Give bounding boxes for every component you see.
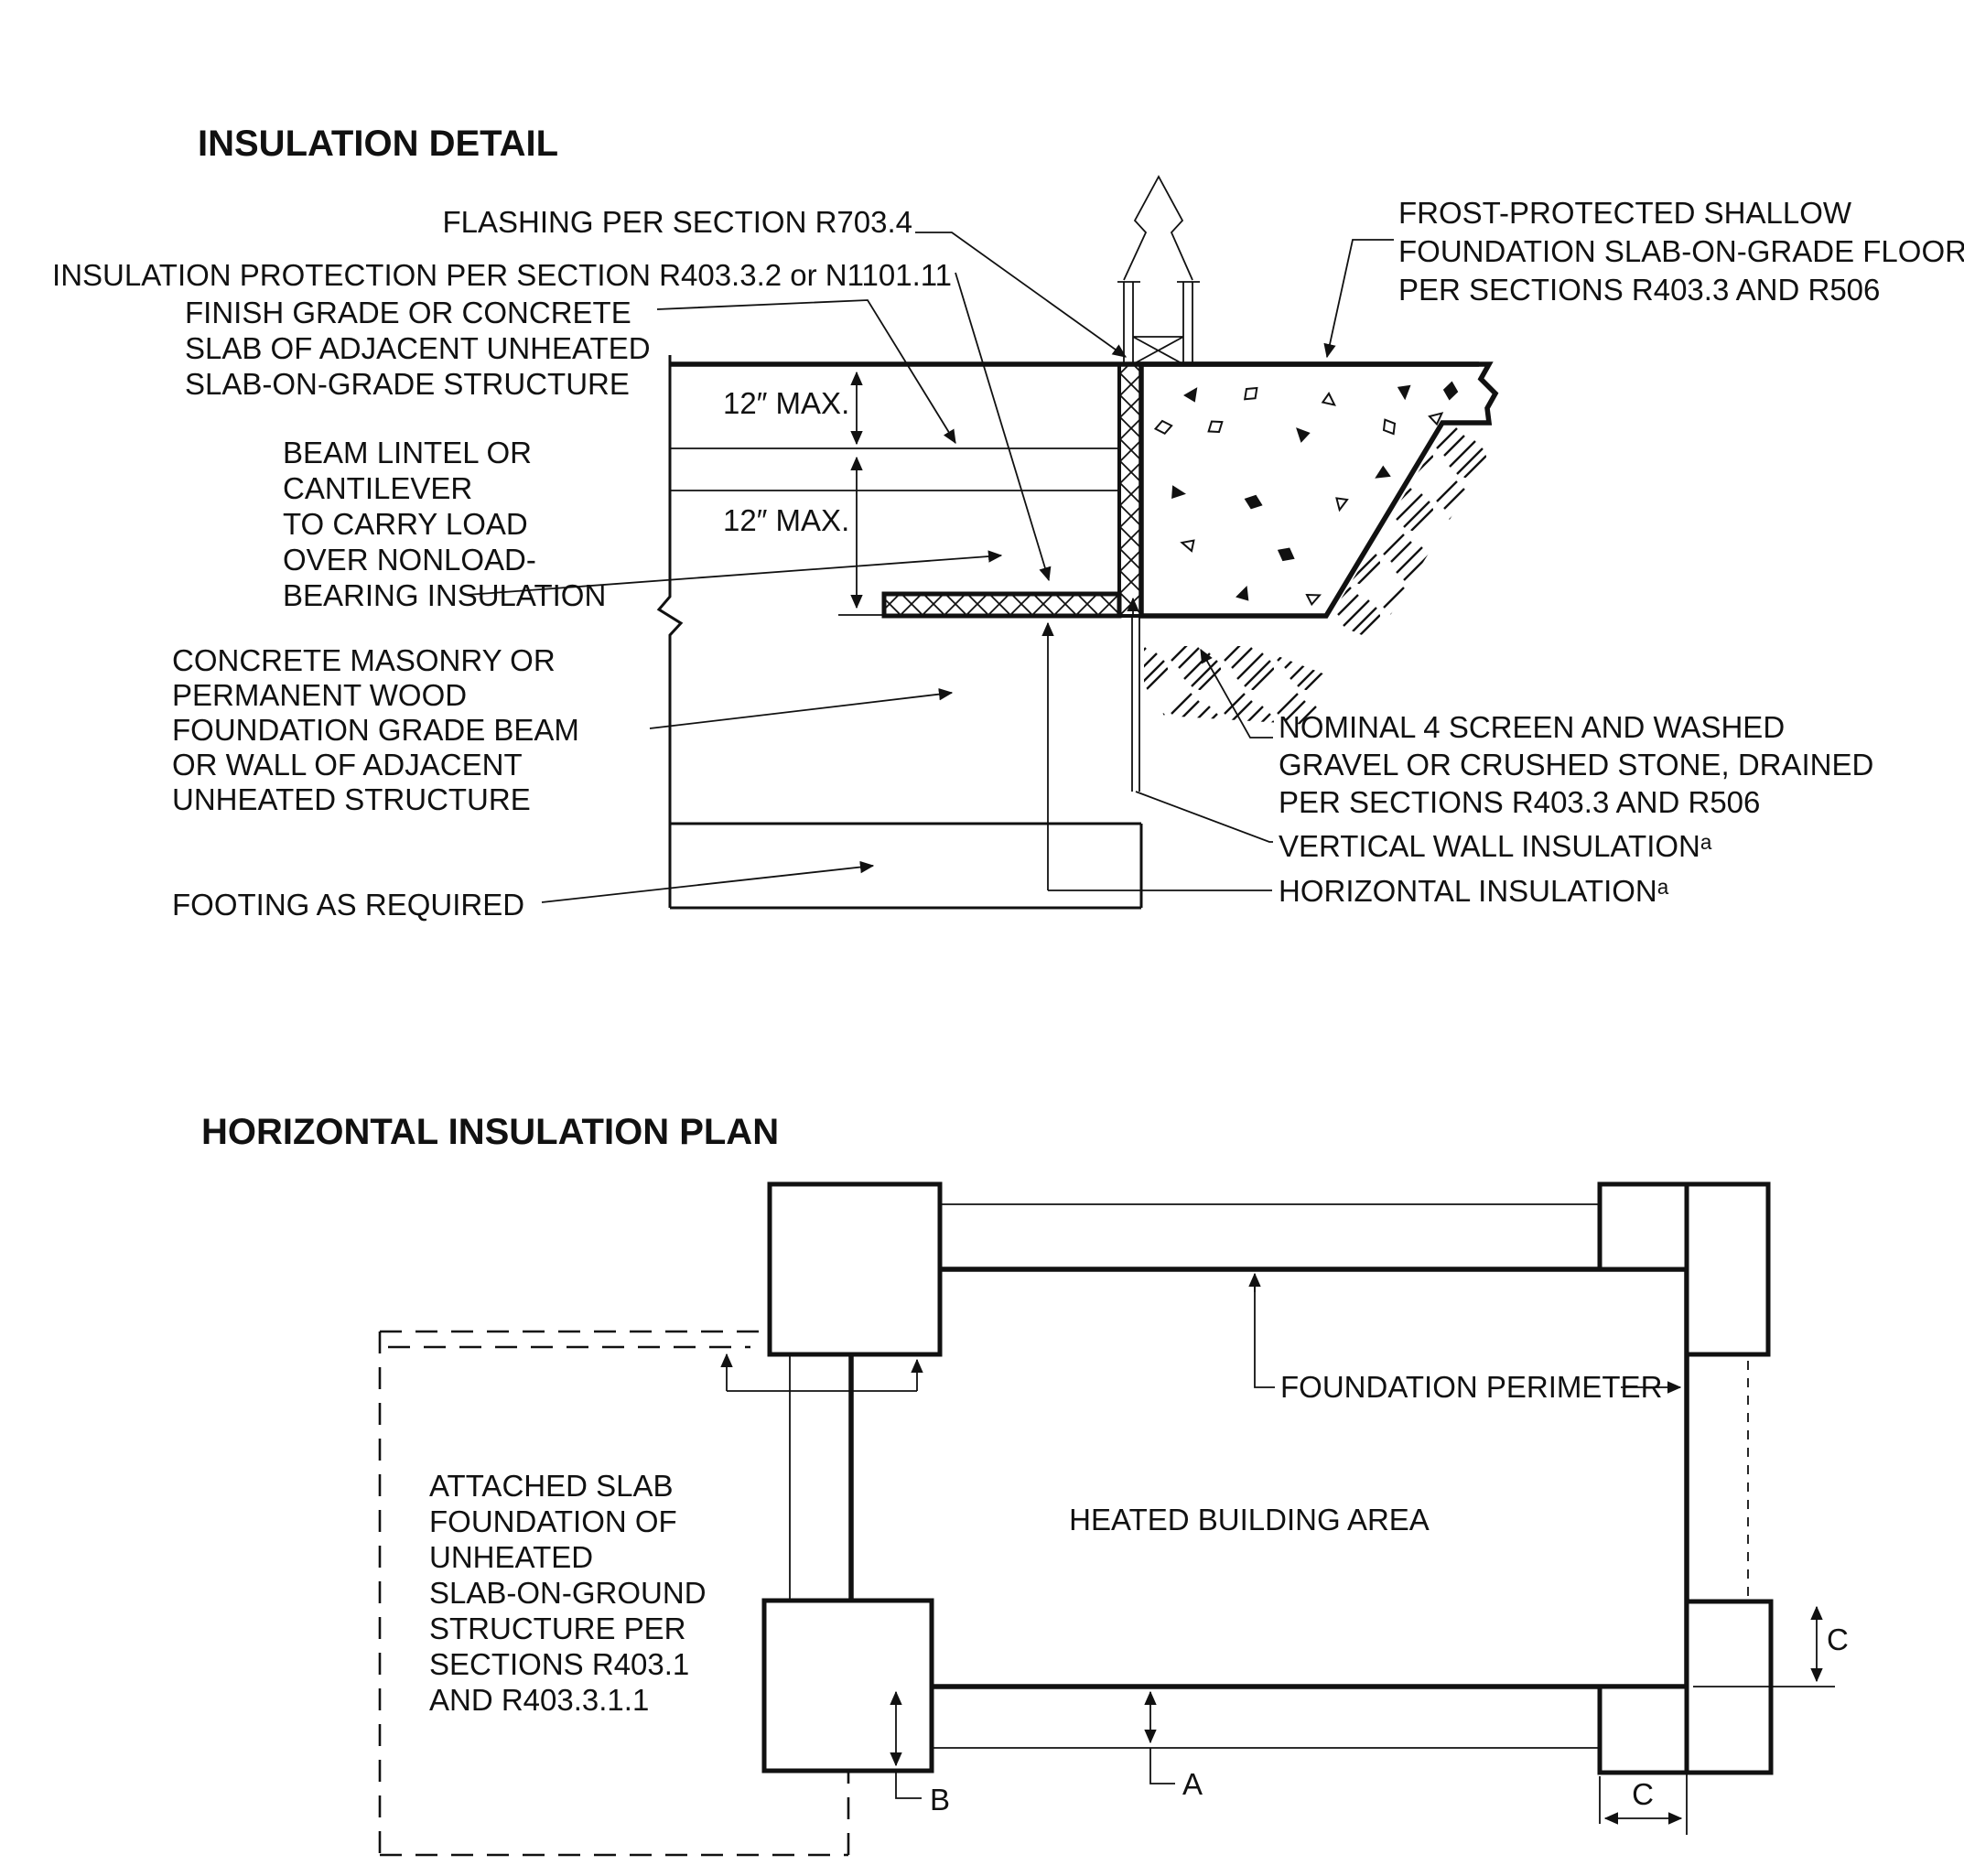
- stud-wall: [1117, 175, 1200, 365]
- plan-title: HORIZONTAL INSULATION PLAN: [201, 1112, 779, 1152]
- label-frost-protected: FROST-PROTECTED SHALLOW FOUNDATION SLAB-…: [1398, 196, 1964, 307]
- label-vertical-wall-insulation: VERTICAL WALL INSULATIONᵃ: [1279, 829, 1712, 863]
- junction-arrows: [720, 1353, 923, 1392]
- svg-text:FROST-PROTECTED SHALLOW: FROST-PROTECTED SHALLOW: [1398, 196, 1852, 230]
- svg-text:UNHEATED: UNHEATED: [429, 1540, 593, 1574]
- leader-lines: [466, 232, 1394, 903]
- pad-top-left: [767, 1181, 943, 1357]
- label-foundation-perimeter: FOUNDATION PERIMETER: [1280, 1370, 1662, 1404]
- label-12max-upper: 12″ MAX.: [723, 386, 849, 420]
- foundation-perimeter-rect: [848, 1267, 1689, 1689]
- slab-outline-with-break: [1138, 361, 1499, 619]
- leader-finish-grade: [656, 299, 956, 445]
- leader-concrete-masonry: [649, 687, 954, 729]
- label-dim-c-vertical: C: [1827, 1623, 1849, 1656]
- dimension-c-vertical: [1693, 1605, 1835, 1687]
- leader-foundation-perimeter: [1248, 1272, 1682, 1394]
- leader-insulation-protection: [955, 272, 1052, 582]
- concrete-aggregate-marks: [1153, 381, 1459, 607]
- leader-vertical-insulation-stem: [1131, 618, 1140, 792]
- left-wall-line-with-break: [656, 355, 684, 908]
- gravel-hatch-slope: [1328, 426, 1488, 641]
- svg-text:FINISH GRADE OR CONCRETE: FINISH GRADE OR CONCRETE: [185, 296, 631, 329]
- horizontal-insulation-plan-figure: HORIZONTAL INSULATION PLAN: [201, 1112, 1849, 1857]
- label-flashing: FLASHING PER SECTION R703.4: [443, 205, 912, 239]
- svg-text:OVER NONLOAD-: OVER NONLOAD-: [283, 543, 536, 577]
- svg-text:TO CARRY LOAD: TO CARRY LOAD: [283, 507, 528, 541]
- label-dim-b: B: [930, 1783, 950, 1817]
- label-dim-a: A: [1182, 1767, 1203, 1801]
- label-attached-slab: ATTACHED SLAB FOUNDATION OF UNHEATED SLA…: [429, 1469, 707, 1717]
- horizontal-insulation-strip: [881, 591, 1122, 619]
- svg-text:GRAVEL OR CRUSHED STONE, DRAIN: GRAVEL OR CRUSHED STONE, DRAINED: [1279, 748, 1873, 782]
- svg-text:STRUCTURE PER: STRUCTURE PER: [429, 1612, 686, 1645]
- label-beam-lintel: BEAM LINTEL OR CANTILEVER TO CARRY LOAD …: [283, 436, 606, 612]
- footing-outline: [670, 822, 1143, 910]
- svg-text:BEARING INSULATION: BEARING INSULATION: [283, 578, 606, 612]
- blocking-x-brace: [1132, 336, 1184, 365]
- footing-rect: [670, 822, 1143, 910]
- svg-text:PERMANENT WOOD: PERMANENT WOOD: [172, 678, 467, 712]
- svg-text:NOMINAL 4 SCREEN AND WASHED: NOMINAL 4 SCREEN AND WASHED: [1279, 710, 1785, 744]
- pad-bottom-right-L: [1597, 1599, 1774, 1775]
- svg-text:CANTILEVER: CANTILEVER: [283, 471, 472, 505]
- svg-text:UNHEATED STRUCTURE: UNHEATED STRUCTURE: [172, 782, 531, 816]
- detail-title: INSULATION DETAIL: [198, 124, 558, 164]
- svg-text:CONCRETE MASONRY OR: CONCRETE MASONRY OR: [172, 643, 556, 677]
- gravel-hatch-below-slab: [1144, 646, 1333, 725]
- leader-gravel: [1200, 648, 1273, 739]
- stud-lines: [1123, 282, 1193, 364]
- svg-text:PER SECTIONS R403.3 AND R506: PER SECTIONS R403.3 AND R506: [1279, 785, 1760, 819]
- leader-vertical-insulation: [1135, 791, 1273, 843]
- label-gravel: NOMINAL 4 SCREEN AND WASHED GRAVEL OR CR…: [1279, 710, 1873, 819]
- svg-text:SLAB-ON-GRADE STRUCTURE: SLAB-ON-GRADE STRUCTURE: [185, 367, 630, 401]
- dimension-b: [890, 1690, 922, 1799]
- label-footing: FOOTING AS REQUIRED: [172, 888, 524, 922]
- label-insulation-protection: INSULATION PROTECTION PER SECTION R403.3…: [52, 258, 952, 292]
- label-concrete-masonry: CONCRETE MASONRY OR PERMANENT WOOD FOUND…: [172, 643, 579, 816]
- svg-text:FOUNDATION GRADE BEAM: FOUNDATION GRADE BEAM: [172, 713, 579, 747]
- svg-text:SLAB OF ADJACENT UNHEATED: SLAB OF ADJACENT UNHEATED: [185, 331, 651, 365]
- label-heated-building-area: HEATED BUILDING AREA: [1069, 1503, 1430, 1536]
- svg-text:PER SECTIONS R403.3 AND R506: PER SECTIONS R403.3 AND R506: [1398, 273, 1880, 307]
- svg-text:OR WALL OF ADJACENT: OR WALL OF ADJACENT: [172, 748, 523, 782]
- label-12max-lower: 12″ MAX.: [723, 503, 849, 537]
- svg-text:SECTIONS R403.1: SECTIONS R403.1: [429, 1647, 689, 1681]
- label-finish-grade: FINISH GRADE OR CONCRETE SLAB OF ADJACEN…: [185, 296, 651, 401]
- insulation-detail-figure: INSULATION DETAIL FLASHING PER SECTION R…: [52, 124, 1964, 922]
- leader-flashing: [915, 232, 1127, 358]
- wall-break-symbol: [1123, 175, 1193, 281]
- vertical-wall-insulation-strip: [1117, 362, 1143, 618]
- label-dim-c-horizontal: C: [1632, 1777, 1654, 1811]
- svg-text:BEAM LINTEL OR: BEAM LINTEL OR: [283, 436, 532, 469]
- leader-beam-lintel: [466, 550, 1003, 596]
- attached-slab-dashed-outline: [378, 1330, 850, 1857]
- pad-bottom-left: [761, 1598, 934, 1774]
- svg-text:FOUNDATION OF: FOUNDATION OF: [429, 1504, 677, 1538]
- dimension-c-horizontal: [1599, 1695, 1688, 1835]
- dimension-a: [1144, 1690, 1175, 1784]
- pad-top-right-L: [1597, 1181, 1771, 1357]
- leader-frost-protected: [1323, 239, 1394, 359]
- svg-text:AND R403.3.1.1: AND R403.3.1.1: [429, 1683, 649, 1717]
- dimension-12max-lower: [838, 456, 886, 616]
- svg-text:SLAB-ON-GROUND: SLAB-ON-GROUND: [429, 1576, 707, 1610]
- heated-slab: [1138, 361, 1499, 619]
- svg-text:FOUNDATION SLAB-ON-GRADE FLOOR: FOUNDATION SLAB-ON-GRADE FLOOR: [1398, 234, 1964, 268]
- label-horizontal-insulation: HORIZONTAL INSULATIONᵃ: [1279, 874, 1669, 908]
- leader-footing: [541, 860, 875, 903]
- svg-text:ATTACHED SLAB: ATTACHED SLAB: [429, 1469, 674, 1503]
